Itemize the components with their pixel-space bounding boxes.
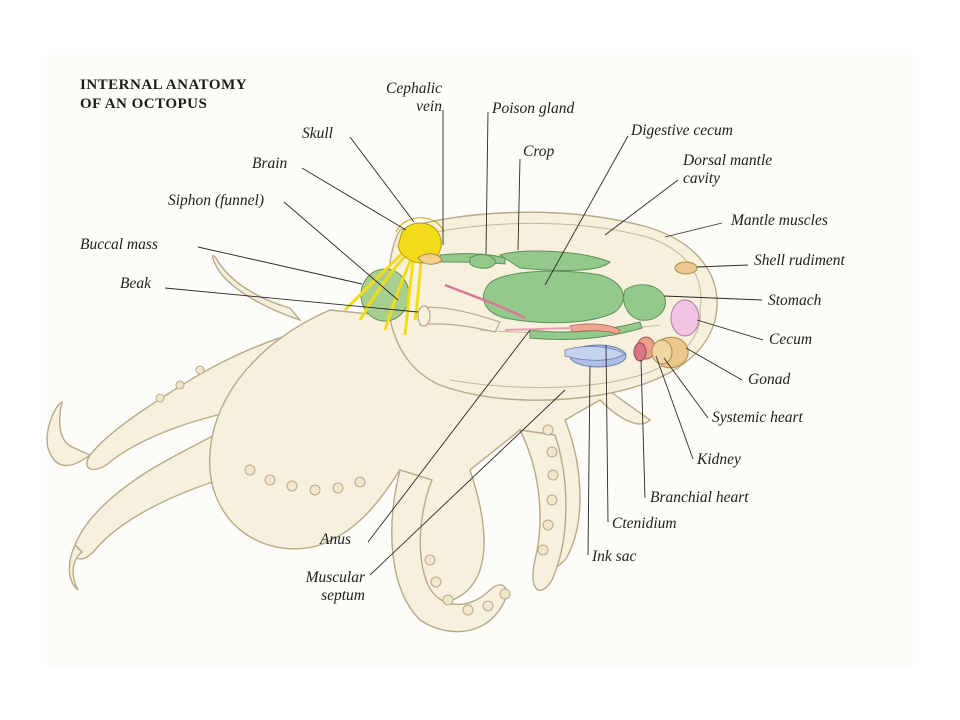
anus-line <box>504 327 576 331</box>
title-line-2: OF AN OCTOPUS <box>80 96 208 112</box>
label-cephalic-vein-line-2: vein <box>416 98 442 115</box>
ctenidium-shape <box>564 346 626 361</box>
arm-upper-curl <box>211 254 303 322</box>
label-cephalic-vein-line-1: Cephalic <box>386 80 442 97</box>
pink-duct <box>444 283 526 320</box>
label-branchial-heart: Branchial heart <box>650 489 749 506</box>
label-kidney: Kidney <box>697 451 741 468</box>
mantle-cavity-line <box>449 309 701 389</box>
rectum-shape <box>569 323 621 335</box>
label-ctenidium: Ctenidium <box>612 515 677 532</box>
arm-bottom-right <box>518 429 567 592</box>
intestine-shape <box>529 321 643 341</box>
buccal-mass-shape <box>360 268 410 322</box>
label-muscular-septum-line-1: Muscular <box>305 569 365 586</box>
label-cephalic-vein: Cephalic vein <box>352 80 442 116</box>
label-gonad: Gonad <box>748 371 791 388</box>
label-shell-rudiment: Shell rudiment <box>754 252 845 269</box>
label-dorsal-mantle-line-1: Dorsal mantle <box>683 152 773 169</box>
label-siphon: Siphon (funnel) <box>168 192 264 209</box>
stomach-shape <box>623 284 666 321</box>
label-buccal-mass: Buccal mass <box>80 236 158 253</box>
label-ink-sac: Ink sac <box>592 548 637 565</box>
nervous-system <box>343 217 445 336</box>
arm-left-tip <box>68 543 84 591</box>
arm-left-curl <box>46 400 92 467</box>
eye-shape <box>417 253 443 265</box>
label-poison-gland: Poison gland <box>492 100 575 117</box>
arm-bottom-loop <box>391 469 507 633</box>
digestive-cecum-shape <box>483 270 624 324</box>
shell-rudiment-shape <box>674 261 698 275</box>
label-skull: Skull <box>302 125 333 142</box>
label-cecum: Cecum <box>769 331 813 348</box>
organs <box>360 250 700 369</box>
label-dorsal-mantle-line-2: cavity <box>683 170 721 187</box>
label-brain: Brain <box>252 155 288 172</box>
crop-shape <box>498 250 611 271</box>
poison-gland-shape <box>469 254 497 269</box>
suckers <box>155 365 559 616</box>
cecum-shape <box>670 299 700 337</box>
label-muscular-septum: Muscular septum <box>270 569 365 605</box>
label-anus: Anus <box>320 531 351 548</box>
leader-lines <box>164 110 764 576</box>
mantle-muscle-line <box>419 222 702 311</box>
label-stomach: Stomach <box>768 292 822 309</box>
brain-shape <box>397 222 442 264</box>
kidney-shape <box>651 339 673 365</box>
title-line-1: INTERNAL ANATOMY <box>80 77 248 93</box>
label-crop: Crop <box>523 143 555 160</box>
label-mantle-muscles: Mantle muscles <box>731 212 828 229</box>
label-muscular-septum-line-2: septum <box>321 587 365 604</box>
label-systemic-heart: Systemic heart <box>712 409 803 426</box>
diagram-title: INTERNAL ANATOMY OF AN OCTOPUS <box>80 76 247 114</box>
label-dorsal-mantle-cavity: Dorsal mantle cavity <box>683 152 772 188</box>
branchial-heart-shape <box>633 342 647 362</box>
label-digestive-cecum: Digestive cecum <box>631 122 733 139</box>
label-beak: Beak <box>120 275 151 292</box>
siphon-tube <box>419 306 501 333</box>
siphon-opening <box>417 305 431 327</box>
nerve-cords <box>343 238 424 336</box>
skull-outline <box>395 217 445 233</box>
